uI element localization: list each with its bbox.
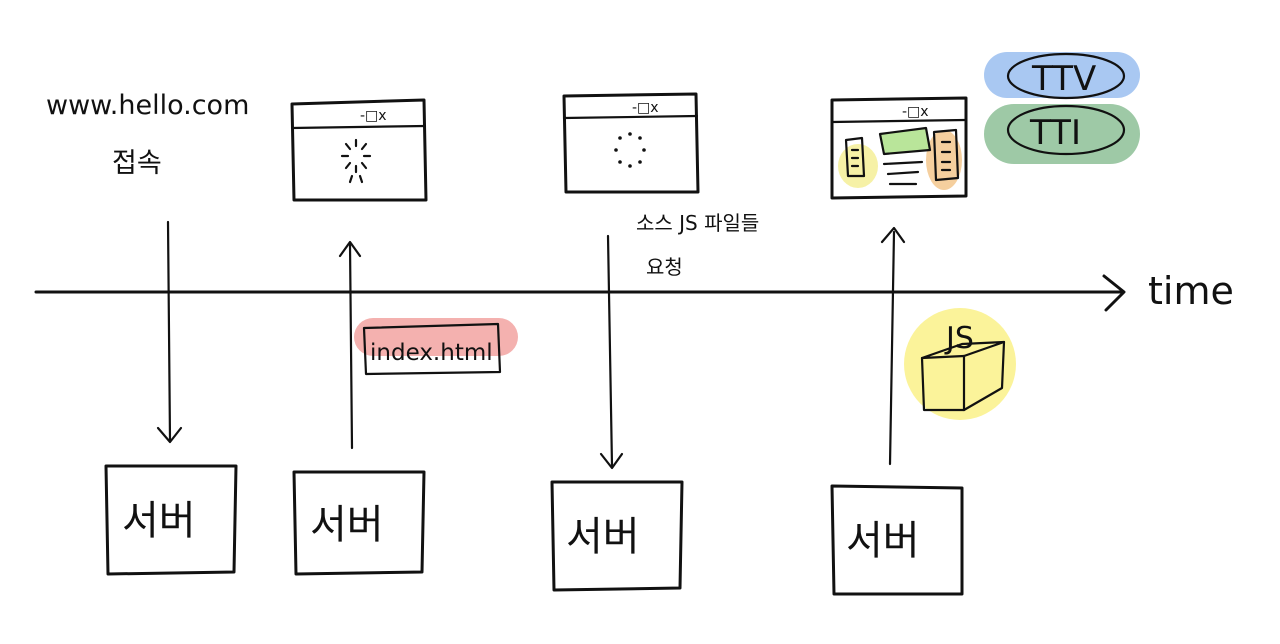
- server-label-3: 서버: [566, 514, 640, 560]
- index-html-label: index.html: [370, 340, 493, 366]
- request-text-line2: 요청: [646, 255, 683, 279]
- server-label-1: 서버: [122, 498, 196, 544]
- step-rendered: -□x TTV TTI: [830, 52, 1140, 466]
- time-axis: time: [34, 269, 1234, 313]
- tti-badge: TTI: [984, 104, 1140, 164]
- ttv-badge: TTV: [984, 52, 1140, 100]
- js-label: JS: [944, 321, 974, 356]
- step-index-html: -□x index.html: [290, 98, 518, 450]
- request-arrow-down-1: [156, 220, 183, 444]
- browser-window-2: -□x: [562, 92, 700, 194]
- server-4: 서버: [830, 484, 964, 596]
- window-controls-2: -□x: [632, 100, 659, 116]
- window-controls-3: -□x: [902, 104, 929, 120]
- content-block-top: [880, 128, 930, 154]
- server-label-2: 서버: [310, 502, 384, 548]
- loading-spinner-icon: [614, 132, 646, 168]
- request-text-line1: 소스 JS 파일들: [636, 211, 759, 235]
- loading-spinner-icon: [340, 138, 372, 184]
- browser-window-3: -□x: [830, 96, 968, 200]
- index-html-tag: index.html: [354, 318, 518, 376]
- server-2: 서버: [292, 470, 426, 576]
- browser-window-1: -□x: [290, 98, 428, 202]
- tti-label: TTI: [1029, 113, 1081, 153]
- ttv-label: TTV: [1031, 59, 1096, 99]
- response-arrow-up-1: [338, 240, 362, 450]
- javascript-bundle-box-icon: JS: [904, 308, 1016, 420]
- server-1: 서버: [104, 464, 238, 576]
- window-controls-1: -□x: [360, 108, 387, 124]
- step-access: www.hello.com 접속: [46, 90, 249, 444]
- server-label-4: 서버: [846, 518, 920, 564]
- request-arrow-down-2: [599, 234, 624, 470]
- response-arrow-up-2: [880, 226, 906, 466]
- access-text: 접속: [112, 148, 162, 179]
- step-request-js: -□x 소스 JS 파일들 요청: [562, 92, 759, 470]
- url-text: www.hello.com: [46, 90, 249, 121]
- time-axis-label: time: [1148, 269, 1234, 313]
- server-3: 서버: [550, 480, 684, 592]
